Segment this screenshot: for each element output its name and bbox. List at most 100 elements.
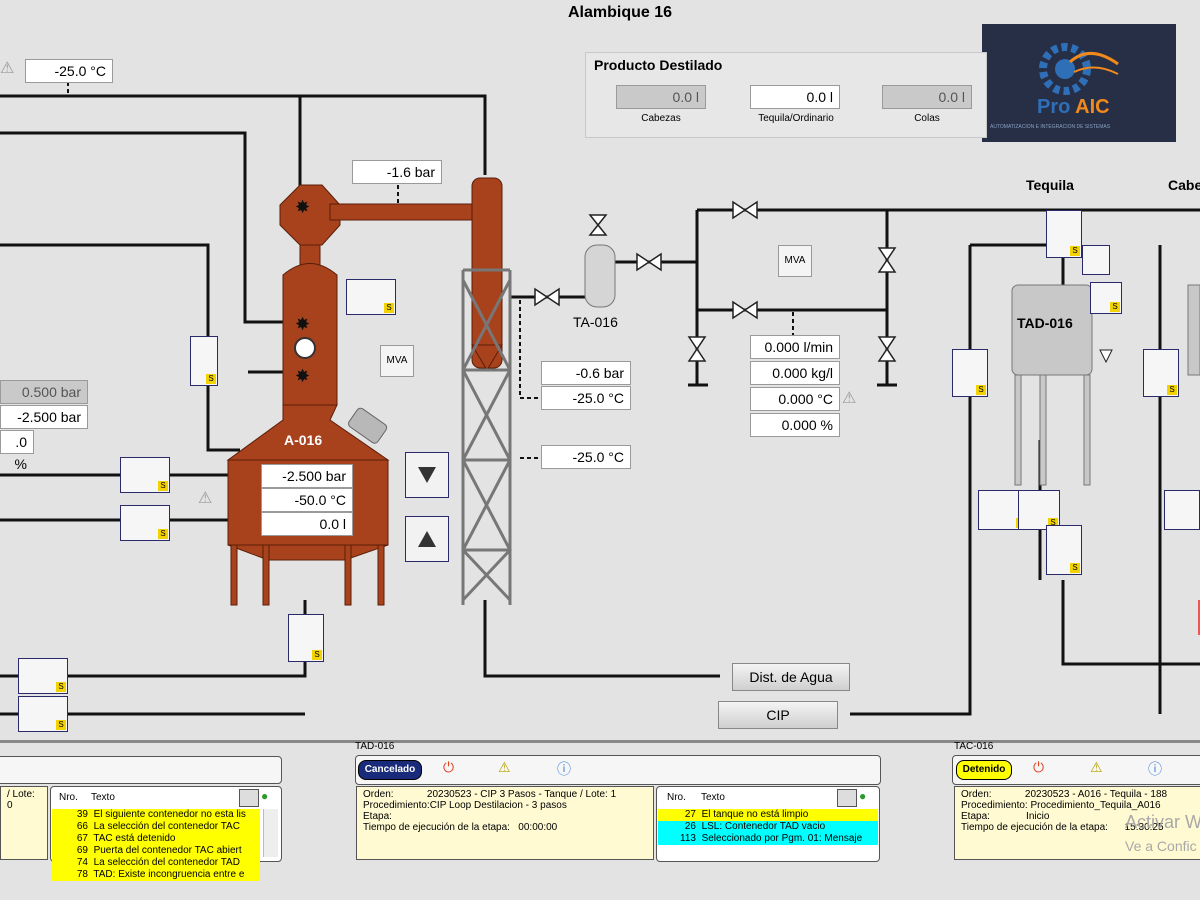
valve-actuator[interactable] <box>1164 490 1200 530</box>
bottom-divider <box>0 740 1200 743</box>
valve-actuator[interactable]: S <box>288 614 324 662</box>
still-temp[interactable]: -50.0 °C <box>261 488 353 512</box>
alarm-row[interactable]: 74 La selección del contenedor TAD <box>52 857 260 869</box>
svg-text:✸: ✸ <box>295 197 310 218</box>
etapa-label: Etapa: <box>961 811 990 822</box>
warning-icon[interactable]: ⚠ <box>0 60 15 77</box>
s-badge-icon: S <box>1110 302 1120 312</box>
still-top-pressure[interactable]: -1.6 bar <box>352 160 442 184</box>
mva-button[interactable]: MVA <box>380 345 414 377</box>
valve-actuator[interactable]: S <box>120 505 170 541</box>
watermark-line1: Activar W <box>1125 812 1200 832</box>
window-title: Alambique 16 <box>567 4 673 21</box>
left-pressure-2[interactable]: -2.500 bar <box>0 405 88 429</box>
warning-icon[interactable]: ⚠ <box>498 759 511 775</box>
procedimiento-value: CIP Loop Destilacion - 3 pasos <box>429 800 567 811</box>
mva2-button[interactable]: MVA <box>778 245 812 277</box>
alarm-row[interactable]: 78 TAD: Existe incongruencia entre e <box>52 869 260 881</box>
valve-actuator[interactable]: S <box>346 279 396 315</box>
acknowledge-icon[interactable]: ● <box>261 789 269 803</box>
column-pressure[interactable]: -0.6 bar <box>541 361 631 385</box>
cip-button[interactable]: CIP <box>718 701 838 729</box>
alarm-row[interactable]: 69 Puerta del contenedor TAC abiert <box>52 845 260 857</box>
flow-rate[interactable]: 0.000 l/min <box>750 335 840 359</box>
acknowledge-icon[interactable]: ● <box>859 789 867 803</box>
warning-icon[interactable]: ⚠ <box>1090 759 1103 775</box>
dist-agua-button[interactable]: Dist. de Agua <box>732 663 850 691</box>
tequila-value[interactable]: 0.0 l <box>750 85 840 109</box>
tac-status-badge: Detenido <box>956 760 1012 780</box>
s-badge-icon: S <box>384 303 394 313</box>
still-volume[interactable]: 0.0 l <box>261 512 353 536</box>
tiempo-value: 15:30:25 <box>1124 822 1164 833</box>
top-temp-value[interactable]: -25.0 °C <box>25 59 113 83</box>
tiempo-label: Tiempo de ejecución de la etapa: <box>961 822 1108 833</box>
still-pressure[interactable]: -2.500 bar <box>261 464 353 488</box>
gear-logo-icon <box>1039 43 1119 95</box>
svg-text:✸: ✸ <box>295 314 310 335</box>
column-temp-2[interactable]: -25.0 °C <box>541 445 631 469</box>
scrollbar[interactable] <box>263 809 278 857</box>
cabezas-section-label: Cabe <box>1168 177 1200 193</box>
valve-actuator[interactable]: S <box>1143 349 1179 397</box>
logo-tagline: AUTOMATIZACION E INTEGRACION DE SISTEMAS <box>990 124 1111 130</box>
info-icon[interactable]: ⓘ <box>1148 761 1162 777</box>
info-icon[interactable]: ⓘ <box>557 761 571 777</box>
flow-density[interactable]: 0.000 kg/l <box>750 361 840 385</box>
left-pressure-1[interactable]: 0.500 bar <box>0 380 88 404</box>
level-down-button[interactable] <box>405 452 449 498</box>
valve-actuator[interactable]: S <box>1046 210 1082 258</box>
level-up-button[interactable] <box>405 516 449 562</box>
procedimiento-label: Procedimiento: <box>363 800 430 811</box>
s-badge-icon: S <box>976 385 986 395</box>
tad-alarm-panel: Nro. Texto ● 27 El tanque no está limpio… <box>656 786 880 862</box>
warning-icon[interactable]: ⚠ <box>842 390 857 407</box>
list-icon[interactable] <box>239 789 259 807</box>
colas-value[interactable]: 0.0 l <box>882 85 972 109</box>
ta-name: TA-016 <box>573 314 618 330</box>
tequila-section-label: Tequila <box>1026 177 1074 193</box>
tiempo-value: 00:00:00 <box>518 822 558 833</box>
flow-percent[interactable]: 0.000 % <box>750 413 840 437</box>
s-badge-icon: S <box>56 682 66 692</box>
list-icon[interactable] <box>837 789 857 807</box>
left-percent[interactable]: .0 % <box>0 430 34 472</box>
tiempo-label: Tiempo de ejecución de la etapa: <box>363 822 510 833</box>
etapa-value: Inicio <box>1026 811 1050 822</box>
alarm-row[interactable]: 26 LSL: Contenedor TAD vacio <box>658 821 878 833</box>
alarm-row[interactable]: 67 TAC está detenido <box>52 833 260 845</box>
stop-icon[interactable]: ⏻ <box>1033 759 1045 775</box>
valve-actuator[interactable]: S <box>1046 525 1082 575</box>
col-nro-header: Nro. <box>59 792 78 803</box>
valve-actuator[interactable]: S <box>190 336 218 386</box>
valve-actuator[interactable]: S <box>18 696 68 732</box>
valve-actuator[interactable]: S <box>1090 282 1122 314</box>
producto-destilado-title: Producto Destilado <box>594 57 723 73</box>
alarm-row[interactable]: 113 Seleccionado por Pgm. 01: Mensaje <box>658 833 878 845</box>
logo-aic: AIC <box>1075 96 1110 118</box>
valve-actuator[interactable]: S <box>1018 490 1060 530</box>
tequila-label: Tequila/Ordinario <box>758 113 834 124</box>
alarm-row[interactable]: 39 El siguiente contenedor no esta lis <box>52 809 260 821</box>
valve-actuator[interactable]: S <box>18 658 68 694</box>
column-temp-1[interactable]: -25.0 °C <box>541 386 631 410</box>
tac-info-panel: Orden: 20230523 - A016 - Tequila - 188 P… <box>954 786 1200 860</box>
alarm-row[interactable]: 27 El tanque no está limpio <box>658 809 878 821</box>
alarm-row[interactable]: 66 La selección del contenedor TAC <box>52 821 260 833</box>
valve-actuator[interactable]: S <box>120 457 170 493</box>
left-alarm-list: 39 El siguiente contenedor no esta lis 6… <box>52 809 260 881</box>
tad-panel-header: TAD-016 <box>355 741 395 752</box>
valve-actuator[interactable] <box>1082 245 1110 275</box>
valve-actuator[interactable]: S <box>952 349 988 397</box>
left-alarm-panel: Nro. Texto ● 39 El siguiente contenedor … <box>50 786 282 881</box>
triangle-up-icon <box>418 531 436 547</box>
flow-temp[interactable]: 0.000 °C <box>750 387 840 411</box>
procedimiento-label: Procedimiento: <box>961 800 1028 811</box>
stop-icon[interactable]: ⏻ <box>443 759 455 775</box>
cabezas-value[interactable]: 0.0 l <box>616 85 706 109</box>
orden-value: 20230523 - CIP 3 Pasos - Tanque / Lote: … <box>426 789 617 800</box>
s-badge-icon: S <box>206 374 216 384</box>
tad-name: TAD-016 <box>1017 315 1073 331</box>
s-badge-icon: S <box>56 720 66 730</box>
warning-icon[interactable]: ⚠ <box>198 490 213 507</box>
